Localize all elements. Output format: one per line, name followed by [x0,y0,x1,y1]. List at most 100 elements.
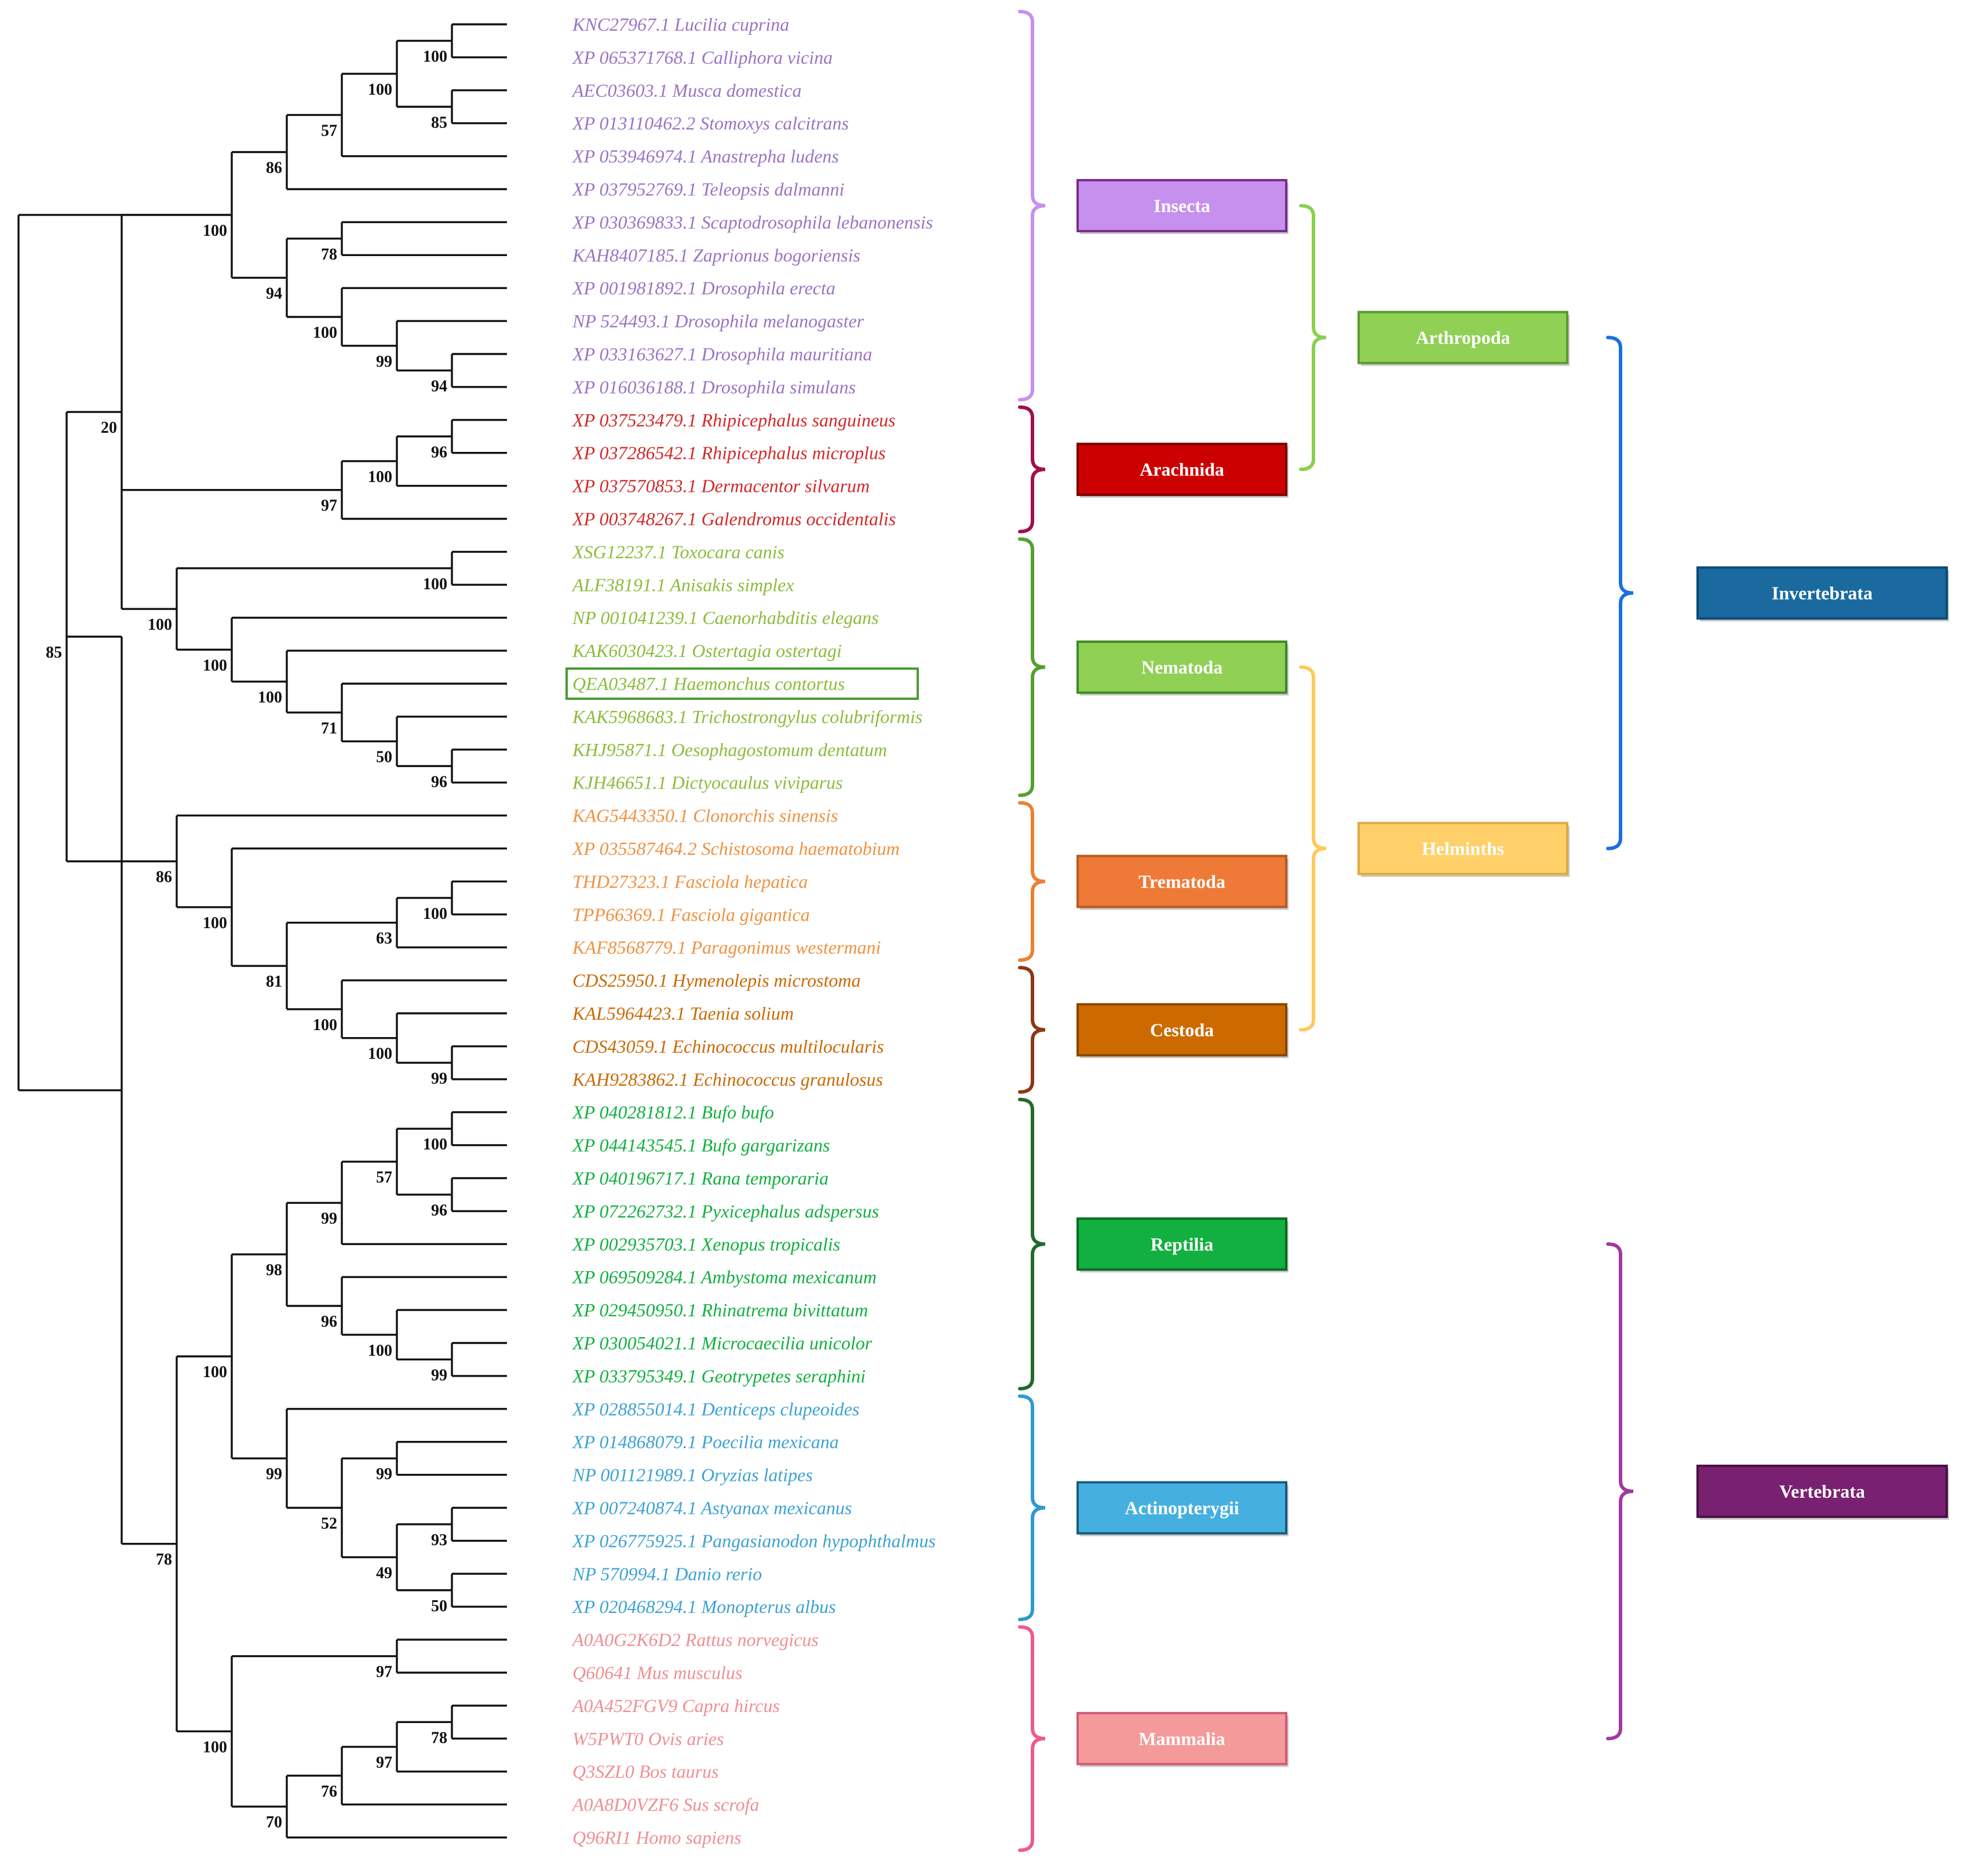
taxon-label: XP 053946974.1 Anastrepha ludens [571,146,839,167]
bootstrap-value: 100 [368,1342,392,1360]
bootstrap-value: 99 [266,1465,282,1483]
group-box [1357,311,1568,364]
group-box [1076,855,1287,908]
group-box [1076,1481,1287,1535]
taxon-label: A0A0G2K6D2 Rattus norvegicus [571,1629,819,1650]
bootstrap-value: 86 [266,159,282,177]
bootstrap-value: 99 [321,1210,337,1228]
bootstrap-value: 100 [423,1136,447,1154]
group-brackets [1018,10,1634,1852]
taxon-label: XP 037952769.1 Teleopsis dalmanni [571,179,844,200]
taxon-label: A0A452FGV9 Capra hircus [571,1695,780,1716]
taxon-label: KJH46651.1 Dictyocaulus viviparus [572,772,843,793]
bootstrap-value: 100 [313,324,337,342]
bootstrap-value: 100 [203,914,227,932]
taxon-label: W5PWT0 Ovis aries [572,1728,724,1749]
group-box [1076,178,1287,232]
bracket-actinopterygii [1018,1394,1046,1622]
taxon-label: XP 035587464.2 Schistosoma haematobium [571,838,900,859]
bracket-invertebrata [1606,335,1634,851]
bootstrap-value: 81 [266,973,282,991]
bootstrap-value: 99 [431,1366,447,1384]
tree-branches [17,23,507,1839]
bootstrap-value: 99 [376,353,392,371]
bootstrap-value: 96 [431,773,447,791]
taxon-label: KAH9283862.1 Echinococcus granulosus [572,1069,883,1090]
bracket-vertebrata [1606,1242,1634,1740]
bootstrap-value: 49 [376,1564,392,1582]
taxon-label: XP 026775925.1 Pangasianodon hypophthalm… [571,1530,936,1551]
group-label: Invertebrata [1772,583,1873,604]
bootstrap-value: 97 [376,1754,392,1772]
taxon-label: KAF8568779.1 Paragonimus westermani [572,937,881,958]
group-box [1357,822,1568,875]
bootstrap-value: 96 [321,1313,337,1331]
taxon-label: XP 003748267.1 Galendromus occidentalis [571,509,896,530]
taxon-label: XP 013110462.2 Stomoxys calcitrans [571,113,849,134]
taxon-label: XP 065371768.1 Calliphora vicina [571,47,833,68]
taxon-label: Q3SZL0 Bos taurus [572,1761,719,1782]
bootstrap-value: 50 [376,749,392,767]
bootstrap-value: 100 [148,616,172,634]
taxon-label: NP 001121989.1 Oryzias latipes [572,1465,813,1486]
taxon-label: XSG12237.1 Toxocara canis [571,541,784,562]
taxon-label: XP 029450950.1 Rhinatrema bivittatum [571,1300,868,1320]
taxon-label: XP 033795349.1 Geotrypetes seraphini [571,1366,866,1386]
taxon-label: CDS43059.1 Echinococcus multilocularis [572,1036,884,1057]
bootstrap-value: 98 [266,1261,282,1279]
group-label: Trematoda [1138,871,1225,892]
taxon-label: XP 028855014.1 Denticeps clupeoides [571,1399,859,1419]
bootstrap-value: 100 [368,1045,392,1063]
bootstrap-value: 100 [423,575,447,593]
bootstrap-value: 57 [376,1169,392,1187]
taxon-label: KAK5968683.1 Trichostrongylus colubrifor… [572,706,922,727]
taxon-label: NP 001041239.1 Caenorhabditis elegans [572,607,879,628]
group-label: Vertebrata [1779,1481,1865,1502]
taxon-label: KAG5443350.1 Clonorchis sinensis [572,805,838,826]
taxon-label: XP 037523479.1 Rhipicephalus sanguineus [571,410,896,430]
group-label: Insecta [1154,195,1210,216]
bootstrap-value: 78 [156,1551,172,1569]
group-label: Helminths [1422,838,1504,859]
taxon-label: THD27323.1 Fasciola hepatica [572,871,808,892]
bootstrap-value: 100 [203,1363,227,1381]
taxon-label: QEA03487.1 Haemonchus contortus [572,673,845,694]
taxon-label: XP 020468294.1 Monopterus albus [571,1596,836,1617]
taxon-label: XP 037570853.1 Dermacentor silvarum [571,476,870,497]
group-label: Actinopterygii [1125,1498,1239,1519]
highlight-box [565,667,919,700]
bootstrap-value: 50 [431,1597,447,1615]
group-label: Arachnida [1140,459,1224,480]
bootstrap-value: 76 [321,1783,337,1801]
bracket-arachnida [1018,405,1046,534]
bracket-nematoda [1018,537,1046,797]
group-label: Arthropoda [1416,327,1510,348]
bootstrap-value: 99 [431,1070,447,1087]
taxon-label: CDS25950.1 Hymenolepis microstoma [572,970,860,991]
taxon-label: A0A8D0VZF6 Sus scrofa [571,1794,759,1815]
bootstrap-value: 97 [321,497,337,515]
taxon-label: XP 001981892.1 Drosophila erecta [571,278,835,298]
bootstrap-value: 85 [46,644,62,662]
taxon-label: KAK6030423.1 Ostertagia ostertagi [572,640,842,661]
bootstrap-value: 100 [313,1016,337,1034]
taxon-label: Q96RI1 Homo sapiens [572,1827,742,1848]
taxon-label: XP 030369833.1 Scaptodrosophila lebanone… [571,211,933,232]
bootstrap-value: 100 [203,222,227,240]
taxon-label: XP 072262732.1 Pyxicephalus adspersus [571,1200,879,1221]
taxon-label: Q60641 Mus musculus [572,1662,742,1683]
taxon-label: XP 044143545.1 Bufo gargarizans [571,1135,830,1156]
taxon-label: NP 524493.1 Drosophila melanogaster [572,311,864,331]
taxon-label: XP 069509284.1 Ambystoma mexicanum [571,1267,877,1287]
bootstrap-value: 63 [376,930,392,948]
bracket-trematoda [1018,801,1046,962]
taxon-label: KAH8407185.1 Zaprionus bogoriensis [572,244,860,265]
bootstrap-value: 97 [376,1663,392,1681]
bootstrap-value: 70 [266,1813,282,1831]
bootstrap-value: 100 [258,688,282,706]
group-label: Cestoda [1150,1019,1214,1040]
bootstrap-value: 100 [203,656,227,674]
